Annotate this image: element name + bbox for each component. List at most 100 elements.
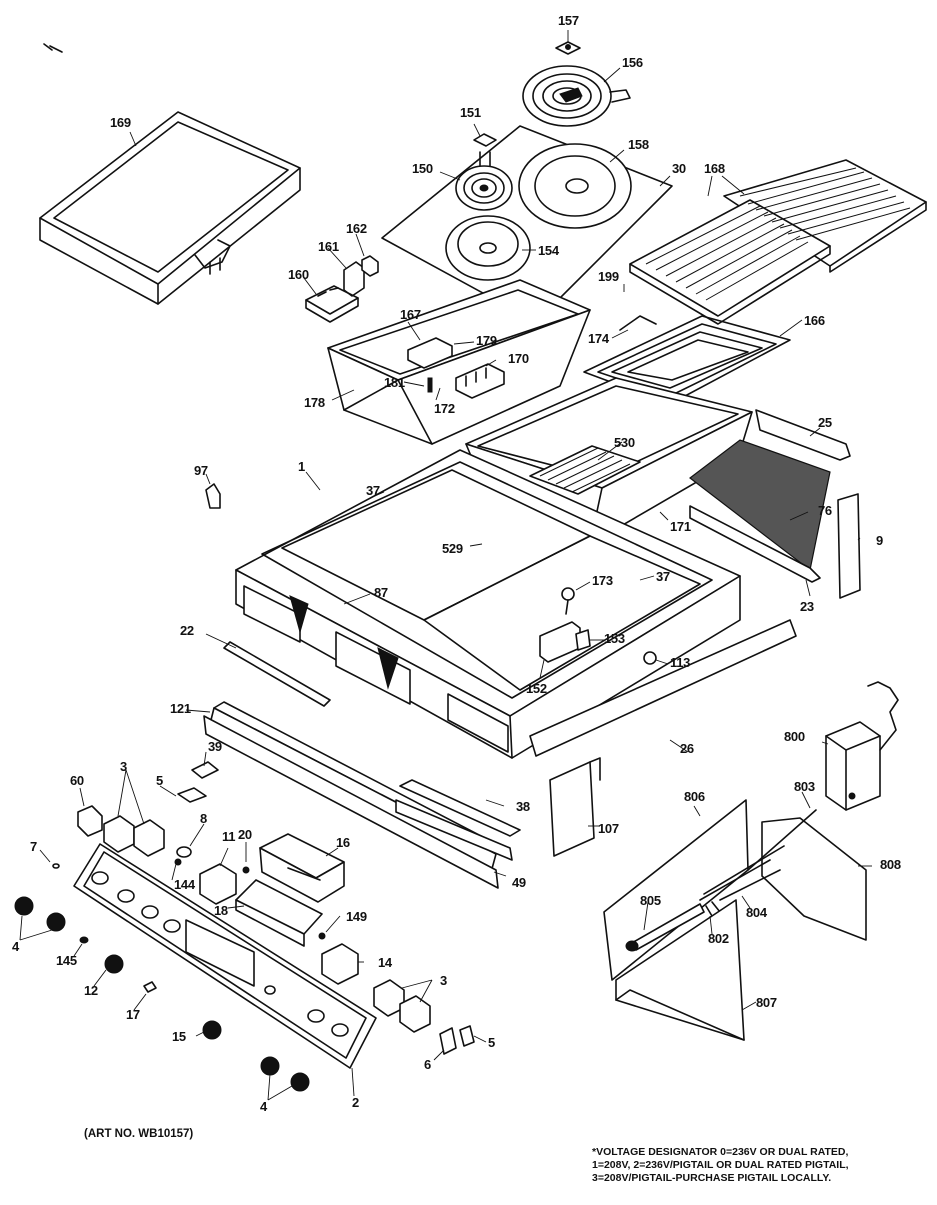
rotisserie-bracket-part-808 [761, 817, 867, 941]
callout-7: 7 [30, 839, 37, 854]
callout-806: 806 [684, 789, 705, 804]
callout-20: 20 [238, 827, 252, 842]
callout-150: 150 [412, 161, 433, 176]
rail-part-38 [395, 779, 521, 861]
callout-170: 170 [508, 351, 529, 366]
callout-8: 8 [200, 811, 207, 826]
terminal-block-part-160 [305, 285, 359, 323]
callout-171: 171 [670, 519, 691, 534]
callout-530: 530 [614, 435, 635, 450]
part-7 [52, 863, 60, 869]
sensor-part-173 [561, 587, 575, 615]
callout-162: 162 [346, 221, 367, 236]
clip-part-162 [361, 255, 379, 277]
callout-153: 153 [604, 631, 625, 646]
callout-26: 26 [680, 741, 694, 756]
callout-805: 805 [640, 893, 661, 908]
callout-800: 800 [784, 729, 805, 744]
bracket-part-151 [473, 133, 497, 147]
footnote-line: 1=208V, 2=236V/PIGTAIL OR DUAL RATED PIG… [592, 1159, 849, 1171]
griddle-part-169 [39, 111, 301, 305]
range-body-part-1 [235, 449, 741, 759]
switch-part-60 [77, 805, 103, 837]
drip-tray-part-807 [615, 899, 745, 1041]
callout-173: 173 [592, 573, 613, 588]
part-17 [143, 981, 157, 993]
callout-113: 113 [670, 655, 691, 670]
callout-5-upper: 5 [156, 773, 163, 788]
callout-152: 152 [526, 681, 547, 696]
callout-38: 38 [516, 799, 530, 814]
callout-4-bottom: 4 [260, 1099, 267, 1114]
burner-element-part-156 [522, 65, 631, 127]
voltage-footnote: *VOLTAGE DESIGNATOR 0=236V OR DUAL RATED… [592, 1146, 937, 1185]
callout-151: 151 [460, 105, 481, 120]
corner-mark [43, 43, 63, 53]
knobs-part-4 [14, 896, 310, 1092]
spit-rod-part-803 [747, 809, 817, 871]
clip-part-6 [439, 1027, 457, 1055]
drip-pan-part-154 [445, 215, 531, 281]
callout-30: 30 [672, 161, 686, 176]
callout-49: 49 [512, 875, 526, 890]
callout-174: 174 [588, 331, 609, 346]
callout-9: 9 [876, 533, 883, 548]
knob-part-12 [104, 954, 124, 974]
callout-107: 107 [598, 821, 619, 836]
trim-part-23 [689, 505, 821, 583]
screw-part-181 [427, 377, 433, 393]
leader-lines [19, 30, 872, 1101]
callout-15: 15 [172, 1029, 186, 1044]
callout-1: 1 [298, 459, 305, 474]
part-144 [174, 858, 182, 866]
switches-part-3 [103, 815, 431, 1033]
drip-pan-part-158 [518, 143, 632, 229]
callout-803: 803 [794, 779, 815, 794]
callout-76: 76 [818, 503, 832, 518]
footnote-line: *VOLTAGE DESIGNATOR 0=236V OR DUAL RATED… [592, 1146, 849, 1158]
callout-157: 157 [558, 13, 579, 28]
hinge-part-113 [643, 651, 657, 665]
callout-172: 172 [434, 401, 455, 416]
callout-4-left: 4 [12, 939, 19, 954]
clips-part-5 [177, 787, 475, 1047]
callout-181: 181 [384, 375, 405, 390]
bracket-part-157 [555, 41, 581, 55]
switch-part-11 [199, 863, 237, 905]
callout-60: 60 [70, 773, 84, 788]
callout-160: 160 [288, 267, 309, 282]
callout-37-right: 37 [656, 569, 670, 584]
clip-part-39 [191, 761, 219, 779]
callout-529: 529 [442, 541, 463, 556]
clip-part-97 [205, 483, 221, 509]
callout-144: 144 [174, 877, 195, 892]
switch-part-14 [321, 943, 359, 985]
callout-97: 97 [194, 463, 208, 478]
callout-178: 178 [304, 395, 325, 410]
rail-part-22 [223, 641, 331, 707]
callout-121: 121 [170, 701, 191, 716]
callout-154: 154 [538, 243, 559, 258]
callout-158: 158 [628, 137, 649, 152]
callout-39: 39 [208, 739, 222, 754]
callout-22: 22 [180, 623, 194, 638]
callout-18: 18 [214, 903, 228, 918]
control-panel-part-2 [73, 843, 377, 1069]
callout-87: 87 [374, 585, 388, 600]
callout-807: 807 [756, 995, 777, 1010]
callout-14: 14 [378, 955, 392, 970]
terminal-part-170 [455, 363, 505, 399]
fork-part-802 [705, 901, 721, 917]
knob-part-145 [79, 936, 89, 944]
callout-23: 23 [800, 599, 814, 614]
callout-17: 17 [126, 1007, 140, 1022]
callout-5-lower: 5 [488, 1035, 495, 1050]
knob-part-15 [202, 1020, 222, 1040]
callout-167: 167 [400, 307, 421, 322]
grill-rack-part-530 [529, 445, 641, 495]
callout-179: 179 [476, 333, 497, 348]
callout-149: 149 [346, 909, 367, 924]
callout-161: 161 [318, 239, 339, 254]
grill-grates-part-168 [629, 159, 927, 325]
